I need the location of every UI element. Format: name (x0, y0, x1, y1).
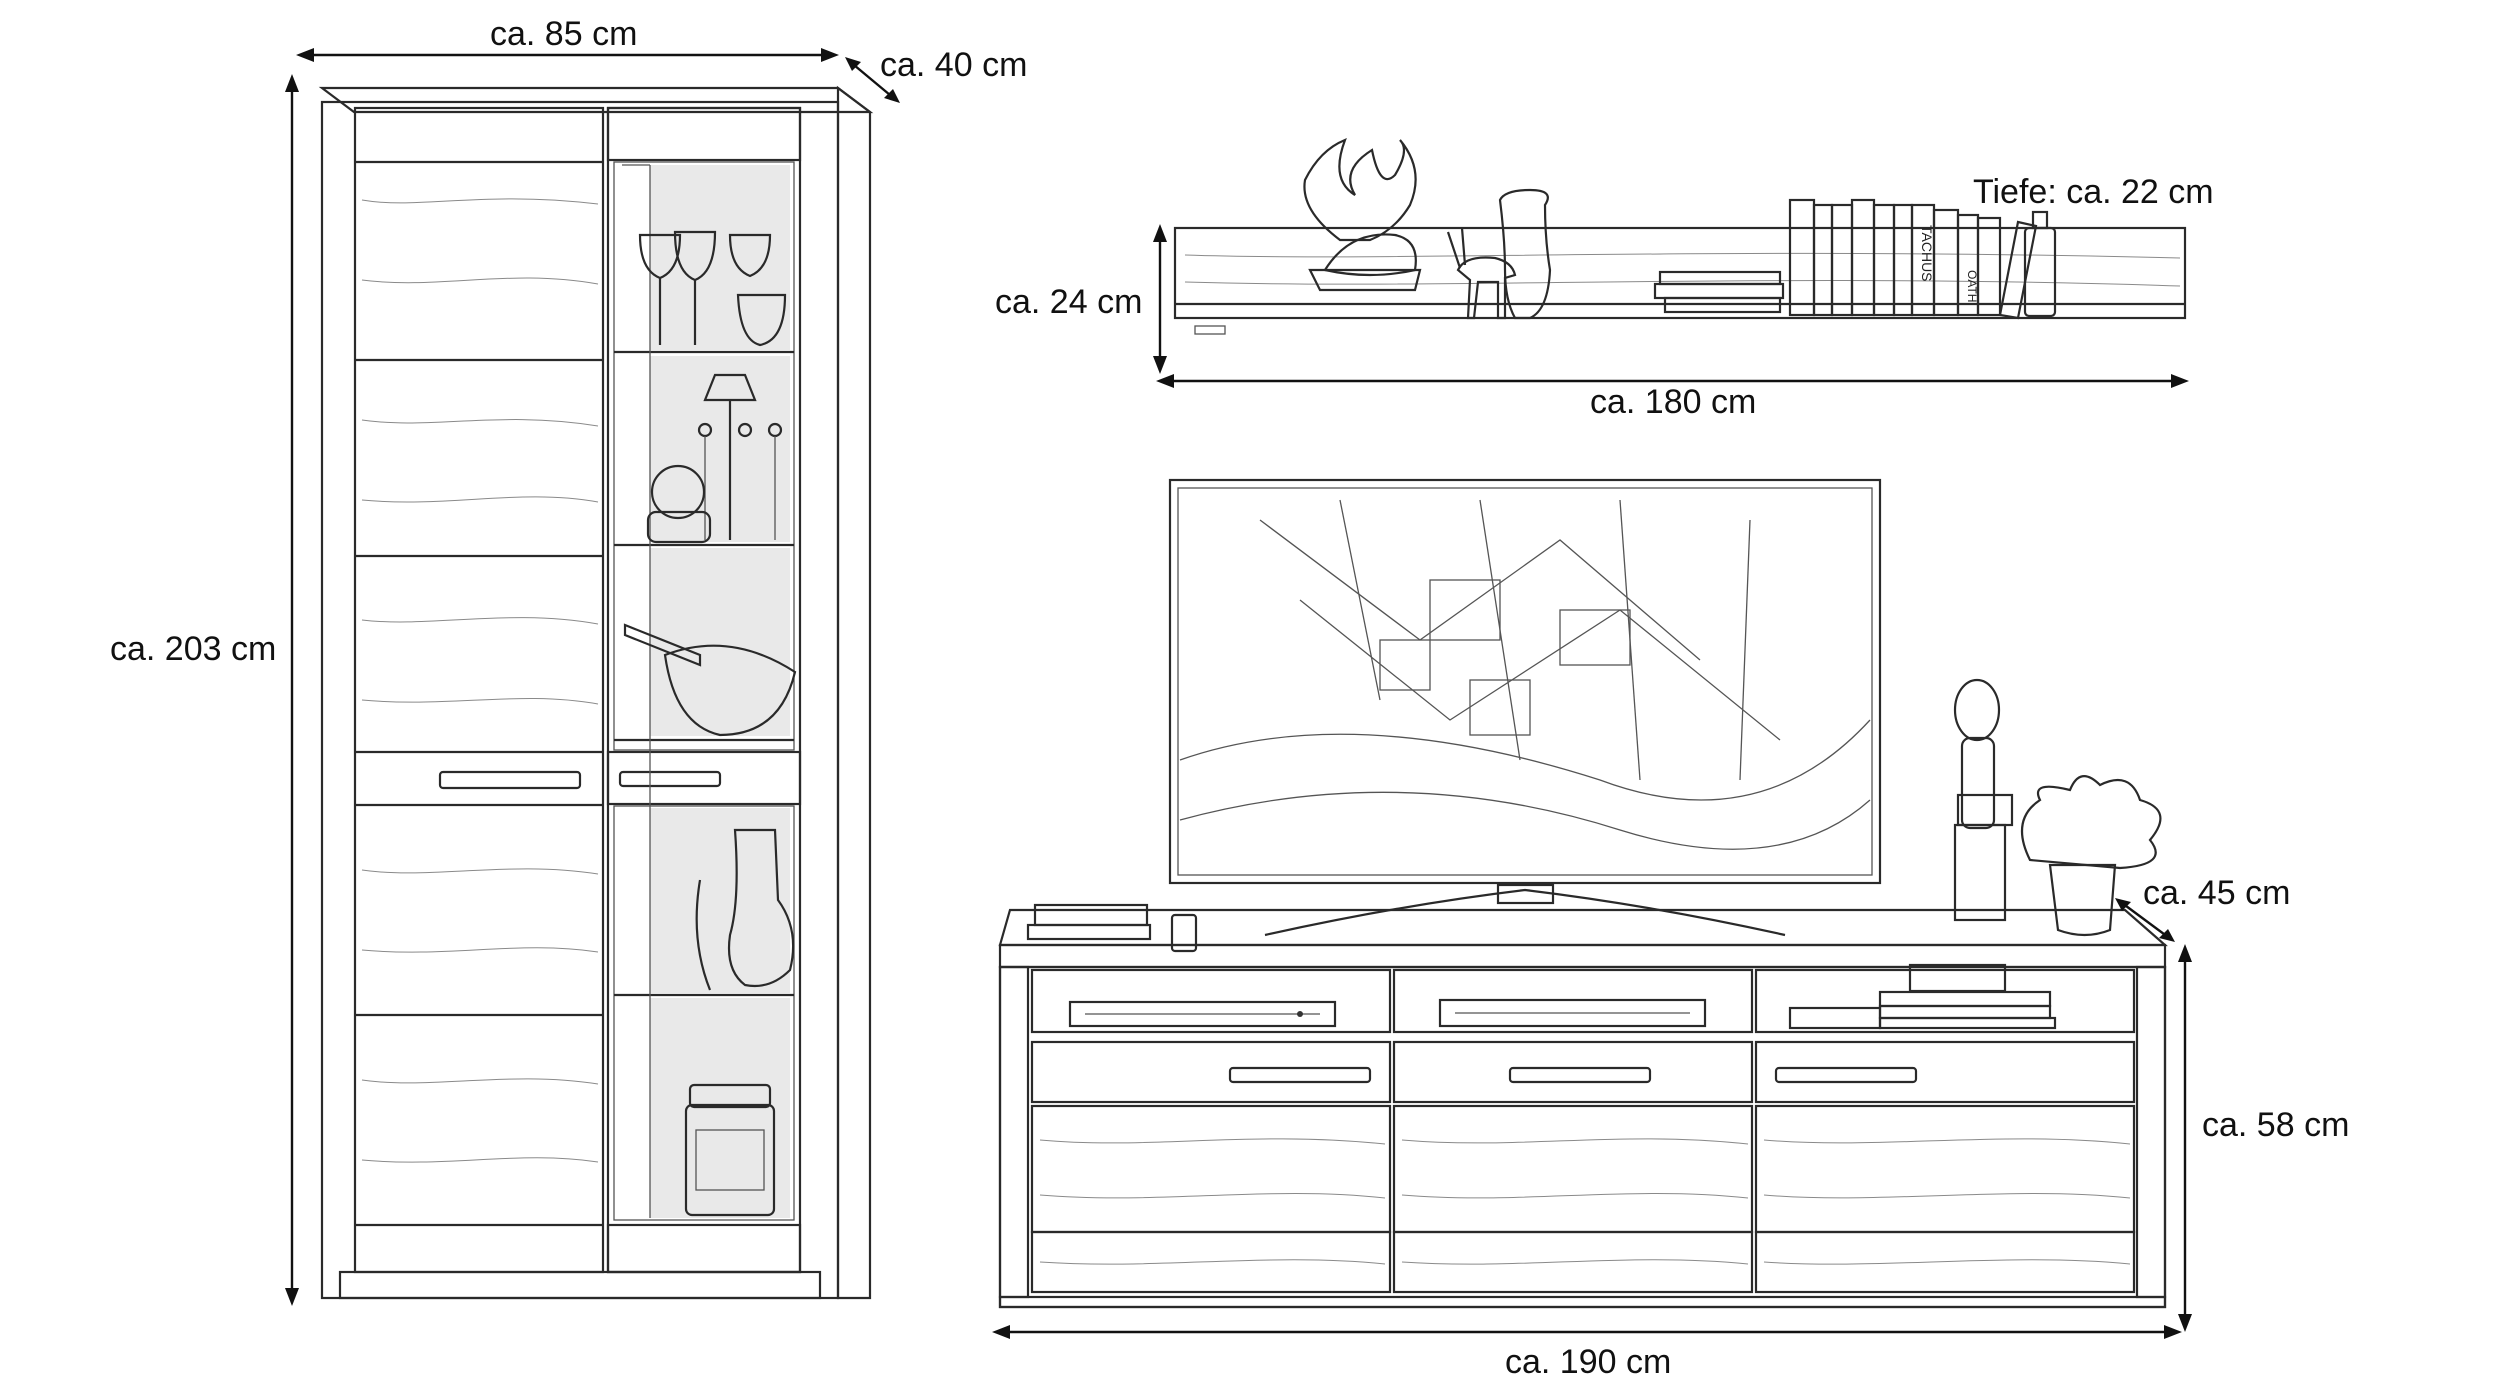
book-spine-tachus: TACHUS (1919, 225, 1935, 282)
lowboard-depth-label: ca. 45 cm (2143, 874, 2291, 912)
jar-icon (684, 1083, 776, 1217)
shelf-vase-icon (1498, 188, 1552, 320)
dvd-player-icon (1068, 1000, 1337, 1028)
cabinet-depth-label: ca. 40 cm (880, 46, 1028, 84)
wall-shelf: TACHUS OATH (1173, 138, 2187, 335)
lowboard-height-label: ca. 58 cm (2202, 1106, 2350, 1144)
shelf-depth-label: Tiefe: ca. 22 cm (1973, 173, 2214, 211)
vitrine-cabinet (318, 85, 874, 1300)
potted-plant-icon (2020, 775, 2162, 937)
compartment-books-icon (1788, 963, 2057, 1030)
book-spine-oath: OATH (1965, 270, 1979, 302)
vase-icon (646, 464, 712, 544)
cabinet-width-label: ca. 85 cm (490, 15, 638, 53)
bowl-icon (623, 623, 797, 737)
tv-screen-image (1179, 499, 1871, 850)
television (1168, 478, 1882, 937)
tv-lowboard (998, 678, 2168, 1309)
bottle-icon (2023, 210, 2057, 318)
books-icon (1788, 198, 2038, 320)
shelf-height-label: ca. 24 cm (995, 283, 1143, 321)
shelf-width-label: ca. 180 cm (1590, 383, 1757, 421)
figurine-icon (1446, 227, 1517, 320)
remote-icon (1170, 913, 1198, 953)
lamp-icon (697, 373, 783, 540)
glasses-icon (638, 230, 787, 347)
cabinet-height-label: ca. 203 cm (110, 630, 277, 668)
book-stack-icon (1653, 270, 1785, 314)
jug-icon (695, 828, 795, 991)
carved-figure-icon (1953, 678, 2014, 922)
dimension-lines (285, 48, 2192, 1339)
receiver-icon (1438, 998, 1707, 1028)
top-books-icon (1026, 903, 1152, 941)
lowboard-width-label: ca. 190 cm (1505, 1343, 1672, 1381)
plant-icon (1303, 138, 1422, 292)
